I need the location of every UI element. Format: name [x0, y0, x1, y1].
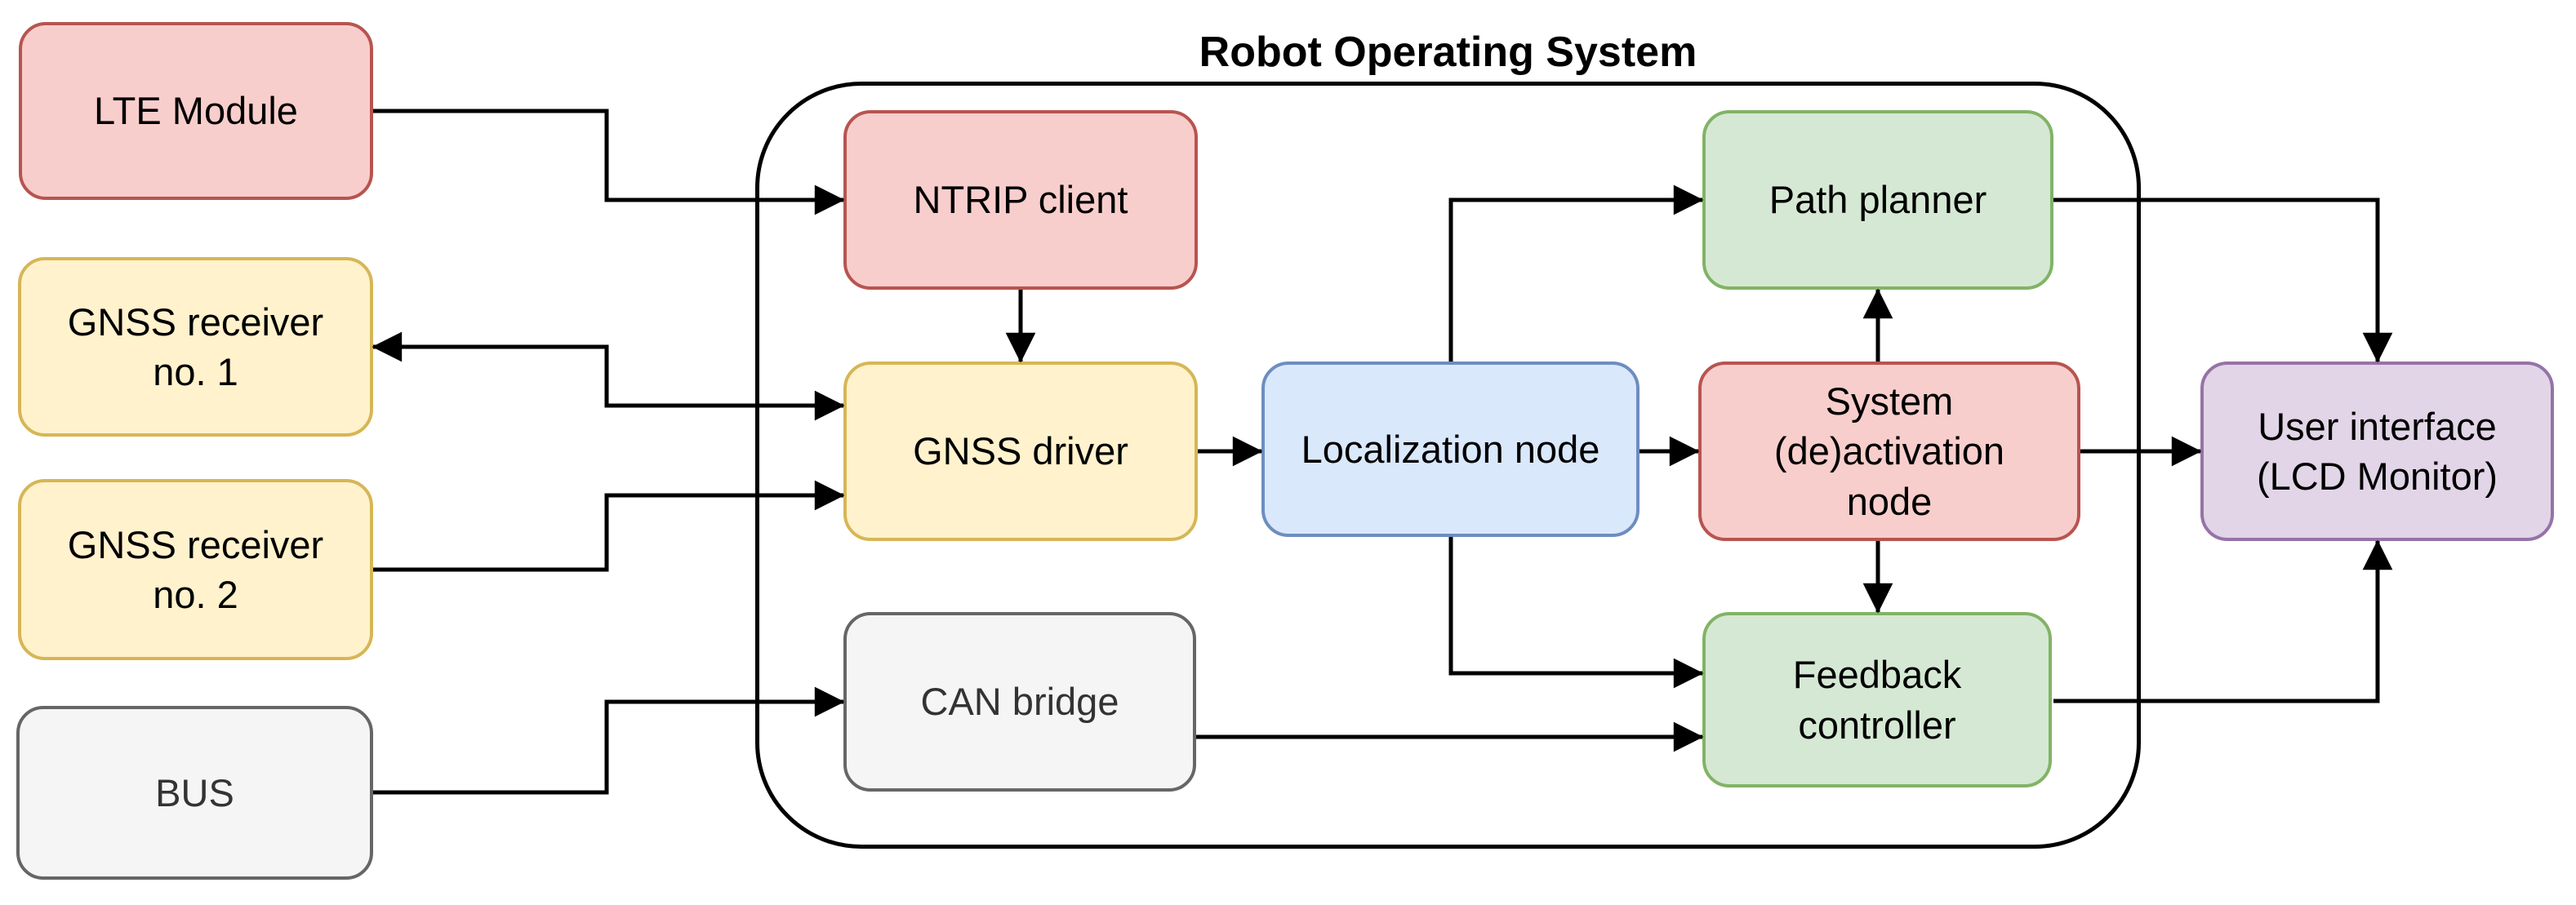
node-can-bridge: CAN bridge — [843, 612, 1196, 792]
node-path-planner: Path planner — [1702, 110, 2053, 290]
node-gnss-driver: GNSS driver — [843, 362, 1198, 541]
node-user-interface-label: User interface (LCD Monitor) — [2256, 404, 2498, 498]
node-gnss-receiver-1: GNSS receiver no. 1 — [18, 257, 373, 437]
node-gnss-receiver-2: GNSS receiver no. 2 — [18, 479, 373, 660]
ros-container-title: Robot Operating System — [1199, 29, 1697, 76]
node-ntrip-client: NTRIP client — [843, 110, 1198, 290]
node-gnss-driver-label: GNSS driver — [913, 429, 1128, 473]
node-system-deactivation: System (de)activation node — [1698, 362, 2080, 541]
node-localization: Localization node — [1261, 362, 1639, 537]
ros-boundary-container — [755, 82, 2141, 849]
node-feedback-controller-label: Feedback controller — [1792, 653, 1962, 747]
node-user-interface: User interface (LCD Monitor) — [2200, 362, 2554, 541]
node-can-bridge-label: CAN bridge — [920, 680, 1119, 724]
node-path-planner-label: Path planner — [1768, 178, 1987, 222]
node-bus-label: BUS — [155, 770, 234, 814]
node-system-deactivation-label: System (de)activation node — [1773, 379, 2005, 523]
node-gnss-receiver-2-label: GNSS receiver no. 2 — [67, 522, 324, 616]
node-lte-module: LTE Module — [19, 22, 373, 200]
node-localization-label: Localization node — [1301, 427, 1600, 471]
node-gnss-receiver-1-label: GNSS receiver no. 1 — [67, 299, 324, 393]
node-feedback-controller: Feedback controller — [1702, 612, 2052, 787]
node-bus: BUS — [16, 706, 373, 880]
node-lte-module-label: LTE Module — [94, 89, 298, 133]
node-ntrip-client-label: NTRIP client — [913, 178, 1128, 222]
